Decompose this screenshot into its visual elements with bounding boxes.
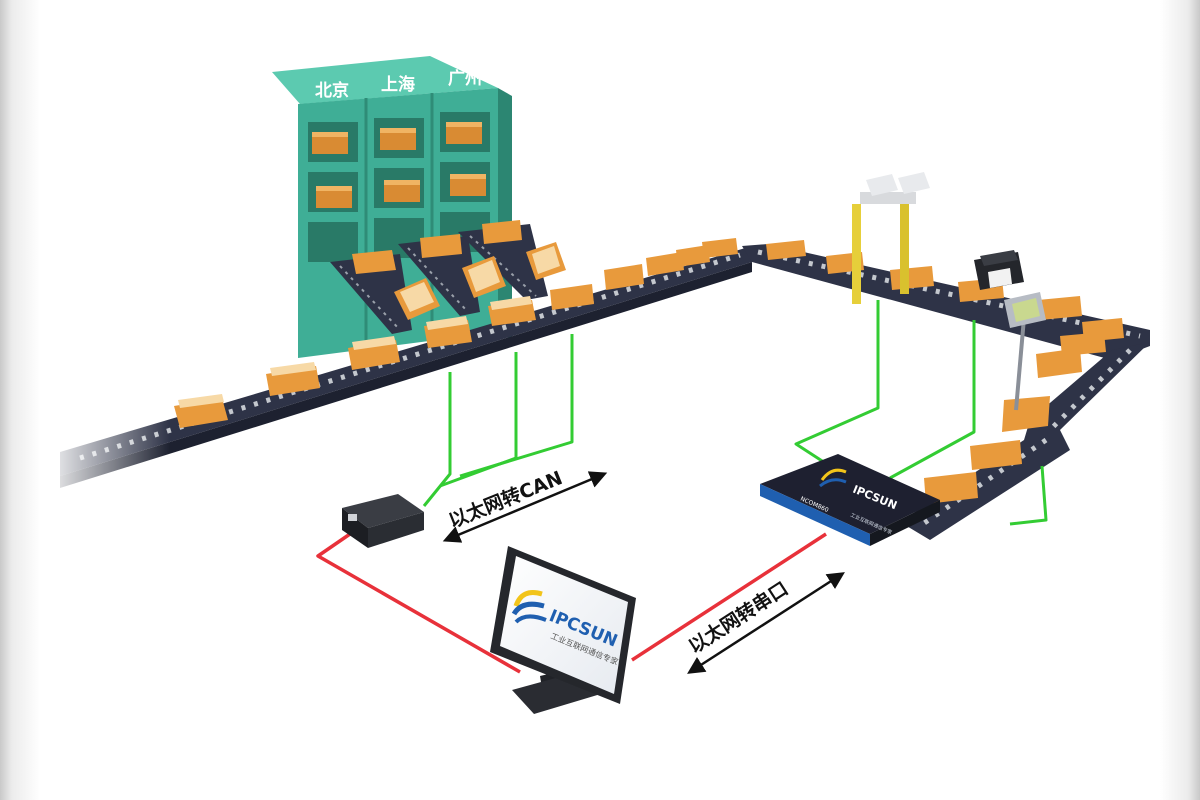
scanner-icon	[898, 172, 930, 194]
right-conveyor	[742, 244, 1150, 360]
serial-connection-annotation: 以太网转串口	[684, 572, 845, 674]
scanner-icon	[866, 174, 898, 196]
parcel	[482, 220, 522, 244]
parcel	[924, 472, 978, 504]
monitoring-computer: IPCSUN 工业互联网通信专家	[490, 546, 636, 714]
parcel	[526, 242, 566, 280]
parcel	[970, 440, 1022, 470]
parcel	[890, 266, 934, 290]
parcel	[488, 296, 536, 326]
label-printer	[974, 250, 1024, 290]
parcel	[424, 316, 472, 348]
can-double-arrow	[442, 471, 608, 543]
ethernet-port-icon	[348, 514, 357, 521]
parcel	[1002, 396, 1050, 432]
parcel	[766, 240, 806, 260]
parcel	[646, 252, 684, 276]
ipcsun-logo-icon	[511, 590, 547, 624]
parcel	[676, 245, 710, 267]
shelf-boxes	[312, 122, 486, 208]
parcels	[174, 220, 1124, 504]
shelf-label-1: 上海	[381, 74, 415, 95]
sorting-shelf: 北京 上海 广州	[272, 56, 512, 358]
parcel	[550, 284, 594, 310]
parcel	[174, 394, 228, 428]
barcode-scanner-gantry	[852, 172, 930, 304]
parcel	[266, 362, 320, 396]
parcel	[604, 264, 644, 290]
parcel	[352, 250, 396, 274]
serial-device-server: IPCSUN NCOM860 工业互联网通信专家	[760, 454, 940, 546]
parcel	[348, 336, 400, 370]
shelf-label-0: 北京	[315, 80, 349, 101]
diverter-chutes	[330, 224, 548, 334]
parcel	[420, 234, 462, 258]
ipcsun-logo-icon	[819, 468, 847, 488]
parcel	[394, 278, 440, 320]
parcel	[1038, 296, 1082, 320]
ethernet-to-can-gateway	[342, 494, 424, 548]
can-connection-annotation: 以太网转CAN	[442, 466, 608, 543]
parcel	[702, 238, 738, 258]
weighing-terminal	[1004, 292, 1046, 411]
parcel	[462, 256, 506, 298]
shelf-label-2: 广州	[448, 68, 482, 89]
parcel	[1036, 348, 1082, 378]
serial-double-arrow	[687, 572, 845, 674]
